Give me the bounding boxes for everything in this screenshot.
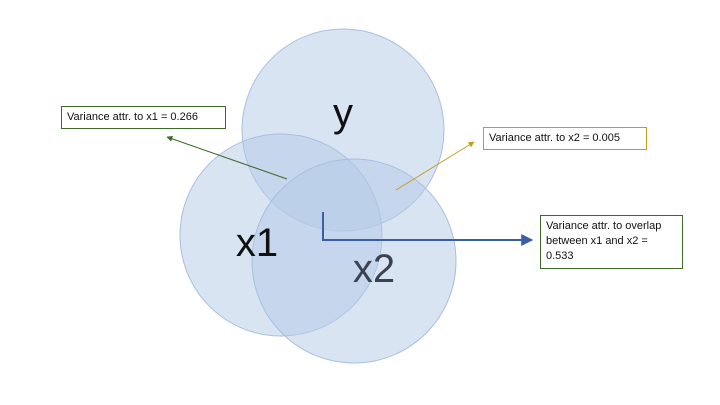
arrow-overlap <box>322 212 534 246</box>
arrow-x2 <box>395 141 475 191</box>
callout-overlap: Variance attr. to overlap between x1 and… <box>540 215 683 269</box>
callout-x1: Variance attr. to x1 = 0.266 <box>61 106 226 129</box>
arrow-x1 <box>166 135 288 180</box>
label-x2: x2 <box>353 247 395 291</box>
label-y: y <box>333 91 353 135</box>
callout-x2: Variance attr. to x2 = 0.005 <box>483 127 647 150</box>
circle-x2 <box>251 158 457 364</box>
label-x1: x1 <box>236 221 278 265</box>
